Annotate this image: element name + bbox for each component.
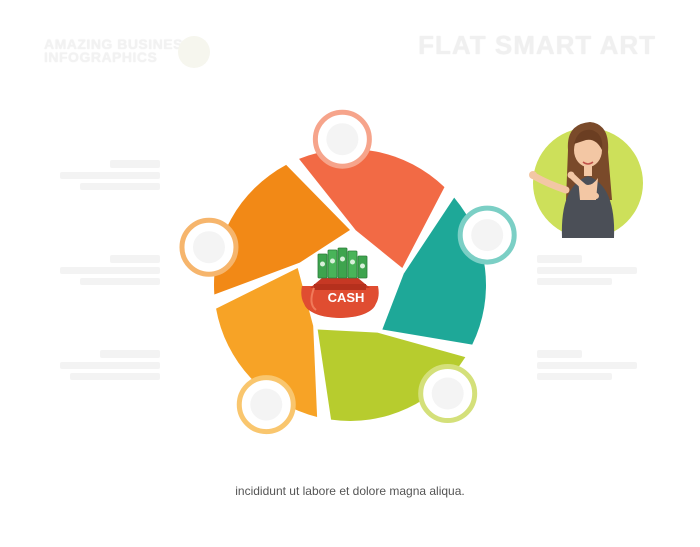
footer-line-2: incididunt ut labore et dolore magna ali… bbox=[235, 484, 465, 498]
logo: AMAZING BUSINESS INFOGRAPHICS bbox=[44, 34, 214, 68]
building-icon bbox=[326, 123, 359, 156]
avatar bbox=[529, 122, 643, 238]
logo-text: AMAZING BUSINESS INFOGRAPHICS bbox=[44, 36, 193, 65]
right-text-block-2 bbox=[537, 350, 647, 384]
footer: incididunt ut labore et dolore magna ali… bbox=[0, 482, 700, 498]
lower-right-segment bbox=[317, 329, 466, 421]
left-text-block-3 bbox=[50, 350, 160, 384]
left-segment bbox=[214, 164, 350, 295]
left-text-block-2 bbox=[50, 255, 160, 289]
top-segment-badge bbox=[312, 109, 372, 169]
bottom-segment bbox=[216, 268, 318, 417]
clock-icon bbox=[431, 377, 464, 410]
wallet-icon bbox=[192, 231, 225, 264]
cash-label: CASH bbox=[328, 290, 365, 305]
lower-right-segment-badge bbox=[418, 363, 478, 423]
money-bag-icon: CASH bbox=[301, 247, 379, 318]
right-text-block-1 bbox=[537, 255, 647, 289]
logo-mark-icon bbox=[178, 36, 210, 68]
top-segment bbox=[299, 149, 445, 269]
right-segment-badge bbox=[457, 205, 517, 265]
left-text-block-1 bbox=[50, 160, 160, 194]
clock-icon bbox=[250, 388, 283, 421]
house-icon bbox=[471, 219, 504, 252]
page-title: FLAT SMART ART bbox=[418, 30, 656, 60]
left-segment-badge bbox=[179, 217, 239, 277]
woman-pointing-icon bbox=[529, 122, 615, 238]
bottom-segment-badge bbox=[236, 375, 296, 435]
